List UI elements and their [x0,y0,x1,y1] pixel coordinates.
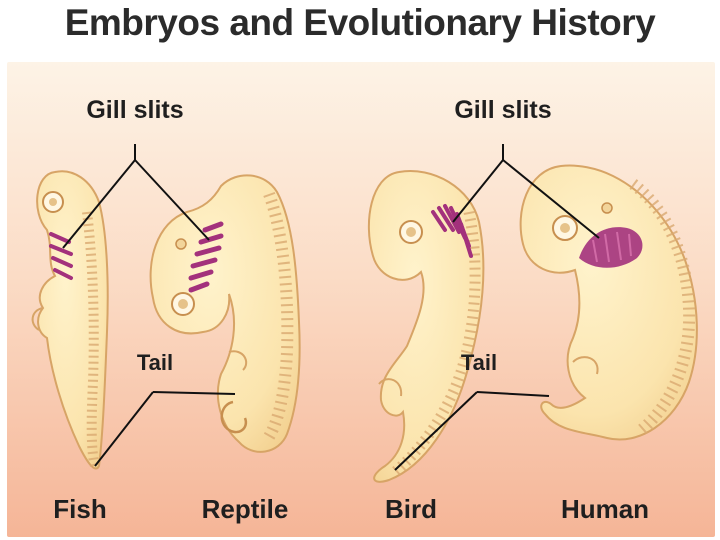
fish-spine [82,211,100,468]
fish-fin [31,307,44,331]
reptile-ear [175,238,187,250]
reptile-tail-curl [220,400,248,434]
bird-limb [378,378,403,397]
tail-label-left: Tail [137,350,173,375]
embryo-diagram-svg: Gill slits Gill slits Tail Tail Fish Rep… [7,62,715,537]
embryo-illustration: Gill slits Gill slits Tail Tail Fish Rep… [7,62,715,537]
human-eye-pupil [560,223,570,233]
reptile-limb [228,350,248,371]
gill-slits-label-left: Gill slits [86,96,183,124]
bird-eye-pupil [406,227,416,237]
reptile-embryo-body [149,174,301,453]
human-embryo [519,164,698,441]
gill-slits-label-right: Gill slits [454,96,551,124]
bird-gill-slits [431,204,473,258]
tail-label-right: Tail [461,350,497,375]
embryo-name-reptile: Reptile [202,494,289,524]
reptile-eye-pupil [178,299,188,309]
bird-spine [391,210,481,477]
human-ear [601,202,613,214]
diagram-title: Embryos and Evolutionary History [64,2,656,43]
fish-gill-slits [49,232,73,280]
human-gill-slits [579,227,643,268]
fish-embryo [31,170,109,470]
bird-embryo [367,170,485,483]
reptile-embryo [149,174,301,453]
fish-eye-pupil [49,198,57,206]
embryo-name-fish: Fish [53,494,106,524]
human-gill-grooves [592,231,632,263]
pointer-lines [62,144,600,471]
bird-embryo-body [367,170,485,483]
reptile-gill-slits [188,221,224,293]
human-limb [572,356,599,375]
embryo-name-bird: Bird [385,494,437,524]
reptile-spine [261,191,294,444]
embryo-name-human: Human [561,494,649,524]
human-spine [629,179,696,437]
